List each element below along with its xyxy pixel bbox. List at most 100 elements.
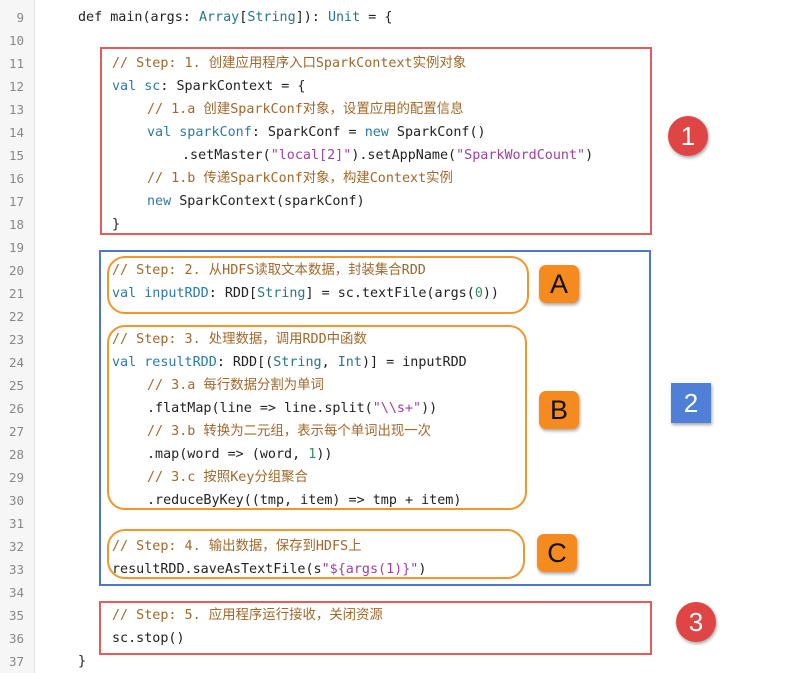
code-token: SparkConf() [388, 125, 486, 140]
code-line: .map(word => (word, 1)) [147, 443, 332, 466]
line-number: 28 [8, 447, 24, 462]
marker-a: A [539, 265, 579, 303]
line-number: 12 [8, 79, 24, 94]
annotation-box-step4 [107, 529, 525, 579]
code-line: resultRDD.saveAsTextFile(s"${args(1)}") [112, 558, 426, 581]
line-number-gutter [0, 0, 35, 673]
annotation-box-steps2-4 [99, 250, 651, 586]
code-token: 0 [474, 286, 483, 301]
code-token: String [257, 286, 306, 301]
line-number: 26 [8, 401, 24, 416]
marker-3: 3 [676, 602, 716, 642]
code-token: sc.stop() [112, 631, 185, 646]
code-token: sparkConf [179, 125, 252, 140]
code-token: ] = sc.textFile(args( [305, 286, 475, 301]
line-number: 16 [8, 171, 24, 186]
code-token: // Step: 2. 从HDFS读取文本数据，封装集合RDD [112, 263, 426, 278]
code-token: .map(word => (word, [147, 447, 309, 462]
line-number: 24 [8, 355, 24, 370]
code-line: } [112, 213, 120, 236]
line-number: 14 [8, 125, 24, 140]
code-line: val resultRDD: RDD[(String, Int)] = inpu… [112, 351, 467, 374]
code-token: Unit [327, 10, 361, 25]
code-token: )) [421, 401, 438, 416]
code-token: String [247, 10, 296, 25]
code-line: // Step: 3. 处理数据，调用RDD中函数 [112, 328, 367, 351]
code-line: // 3.a 每行数据分割为单词 [147, 374, 324, 397]
code-line: // Step: 2. 从HDFS读取文本数据，封装集合RDD [112, 259, 426, 282]
code-token: .reduceByKey((tmp, item) => tmp + item) [147, 493, 462, 508]
line-number: 29 [8, 470, 24, 485]
code-line: new SparkContext(sparkConf) [147, 190, 365, 213]
code-token: // Step: 3. 处理数据，调用RDD中函数 [112, 332, 367, 347]
code-token: Array [198, 10, 240, 25]
code-token: sc [144, 79, 161, 94]
code-token: inputRDD [144, 286, 209, 301]
code-token: : SparkContext = { [160, 79, 306, 94]
code-line: // 1.b 传递SparkConf对象，构建Context实例 [147, 167, 453, 190]
code-token: val [147, 125, 180, 140]
line-number: 30 [8, 493, 24, 508]
code-token: .setMaster( [182, 148, 271, 163]
code-token: ) [585, 148, 594, 163]
code-line: .flatMap(line => line.split("\\s+")) [147, 397, 437, 420]
code-token: new [147, 194, 172, 209]
code-token: // 1.a 创建SparkConf对象，设置应用的配置信息 [147, 102, 464, 117]
code-token: [ [239, 10, 248, 25]
line-number: 25 [8, 378, 24, 393]
line-number: 34 [8, 585, 24, 600]
code-token: } [112, 217, 121, 232]
code-token: ).setAppName( [351, 148, 457, 163]
code-token: )) [316, 447, 333, 462]
line-number: 36 [8, 631, 24, 646]
code-token: : RDD[( [216, 355, 274, 370]
code-token: resultRDD.saveAsTextFile(s [112, 562, 322, 577]
line-number: 10 [8, 33, 24, 48]
code-token: "SparkWordCount" [456, 148, 586, 163]
code-line: def main(args: Array[String]): Unit = { [78, 6, 392, 29]
line-number: 31 [8, 516, 24, 531]
line-number: 37 [8, 654, 24, 669]
code-token: } [78, 654, 87, 669]
code-line: // Step: 4. 输出数据，保存到HDFS上 [112, 535, 362, 558]
code-line: } [78, 650, 86, 673]
code-token: )) [482, 286, 499, 301]
code-token: SparkContext(sparkConf) [171, 194, 365, 209]
code-token: new [364, 125, 389, 140]
line-number: 18 [8, 217, 24, 232]
code-token: resultRDD [144, 355, 217, 370]
line-number: 21 [8, 286, 24, 301]
marker-b: B [539, 391, 579, 429]
code-token: , [321, 355, 338, 370]
line-number: 19 [8, 240, 24, 255]
code-line: val sparkConf: SparkConf = new SparkConf… [147, 121, 486, 144]
code-token: ]): [295, 10, 328, 25]
code-token: 1 [308, 447, 317, 462]
annotation-box-step1 [100, 47, 652, 235]
code-token: // 3.a 每行数据分割为单词 [147, 378, 324, 393]
code-line: .reduceByKey((tmp, item) => tmp + item) [147, 489, 461, 512]
code-token: // Step: 1. 创建应用程序入口SparkContext实例对象 [112, 56, 467, 71]
code-token: "local[2]" [270, 148, 352, 163]
code-token: val [112, 355, 145, 370]
line-number: 32 [8, 539, 24, 554]
code-token: // 3.b 转换为二元组，表示每个单词出现一次 [147, 424, 432, 439]
line-number: 22 [8, 309, 24, 324]
code-token: def main(args: [78, 10, 199, 25]
line-number: 17 [8, 194, 24, 209]
line-number: 27 [8, 424, 24, 439]
code-line: // 1.a 创建SparkConf对象，设置应用的配置信息 [147, 98, 463, 121]
annotation-box-step5 [99, 601, 652, 655]
code-token: "${args(1)}" [321, 562, 419, 577]
line-number: 9 [16, 10, 24, 25]
annotation-box-step3 [107, 325, 527, 510]
code-token: // Step: 5. 应用程序运行接收，关闭资源 [112, 608, 383, 623]
code-token: Int [337, 355, 362, 370]
line-number: 11 [8, 56, 24, 71]
code-token: // 1.b 传递SparkConf对象，构建Context实例 [147, 171, 453, 186]
code-line: // 3.c 按照Key分组聚合 [147, 466, 308, 489]
code-token: ) [418, 562, 427, 577]
code-line: // Step: 5. 应用程序运行接收，关闭资源 [112, 604, 383, 627]
code-token: // Step: 4. 输出数据，保存到HDFS上 [112, 539, 362, 554]
code-line: // Step: 1. 创建应用程序入口SparkContext实例对象 [112, 52, 466, 75]
